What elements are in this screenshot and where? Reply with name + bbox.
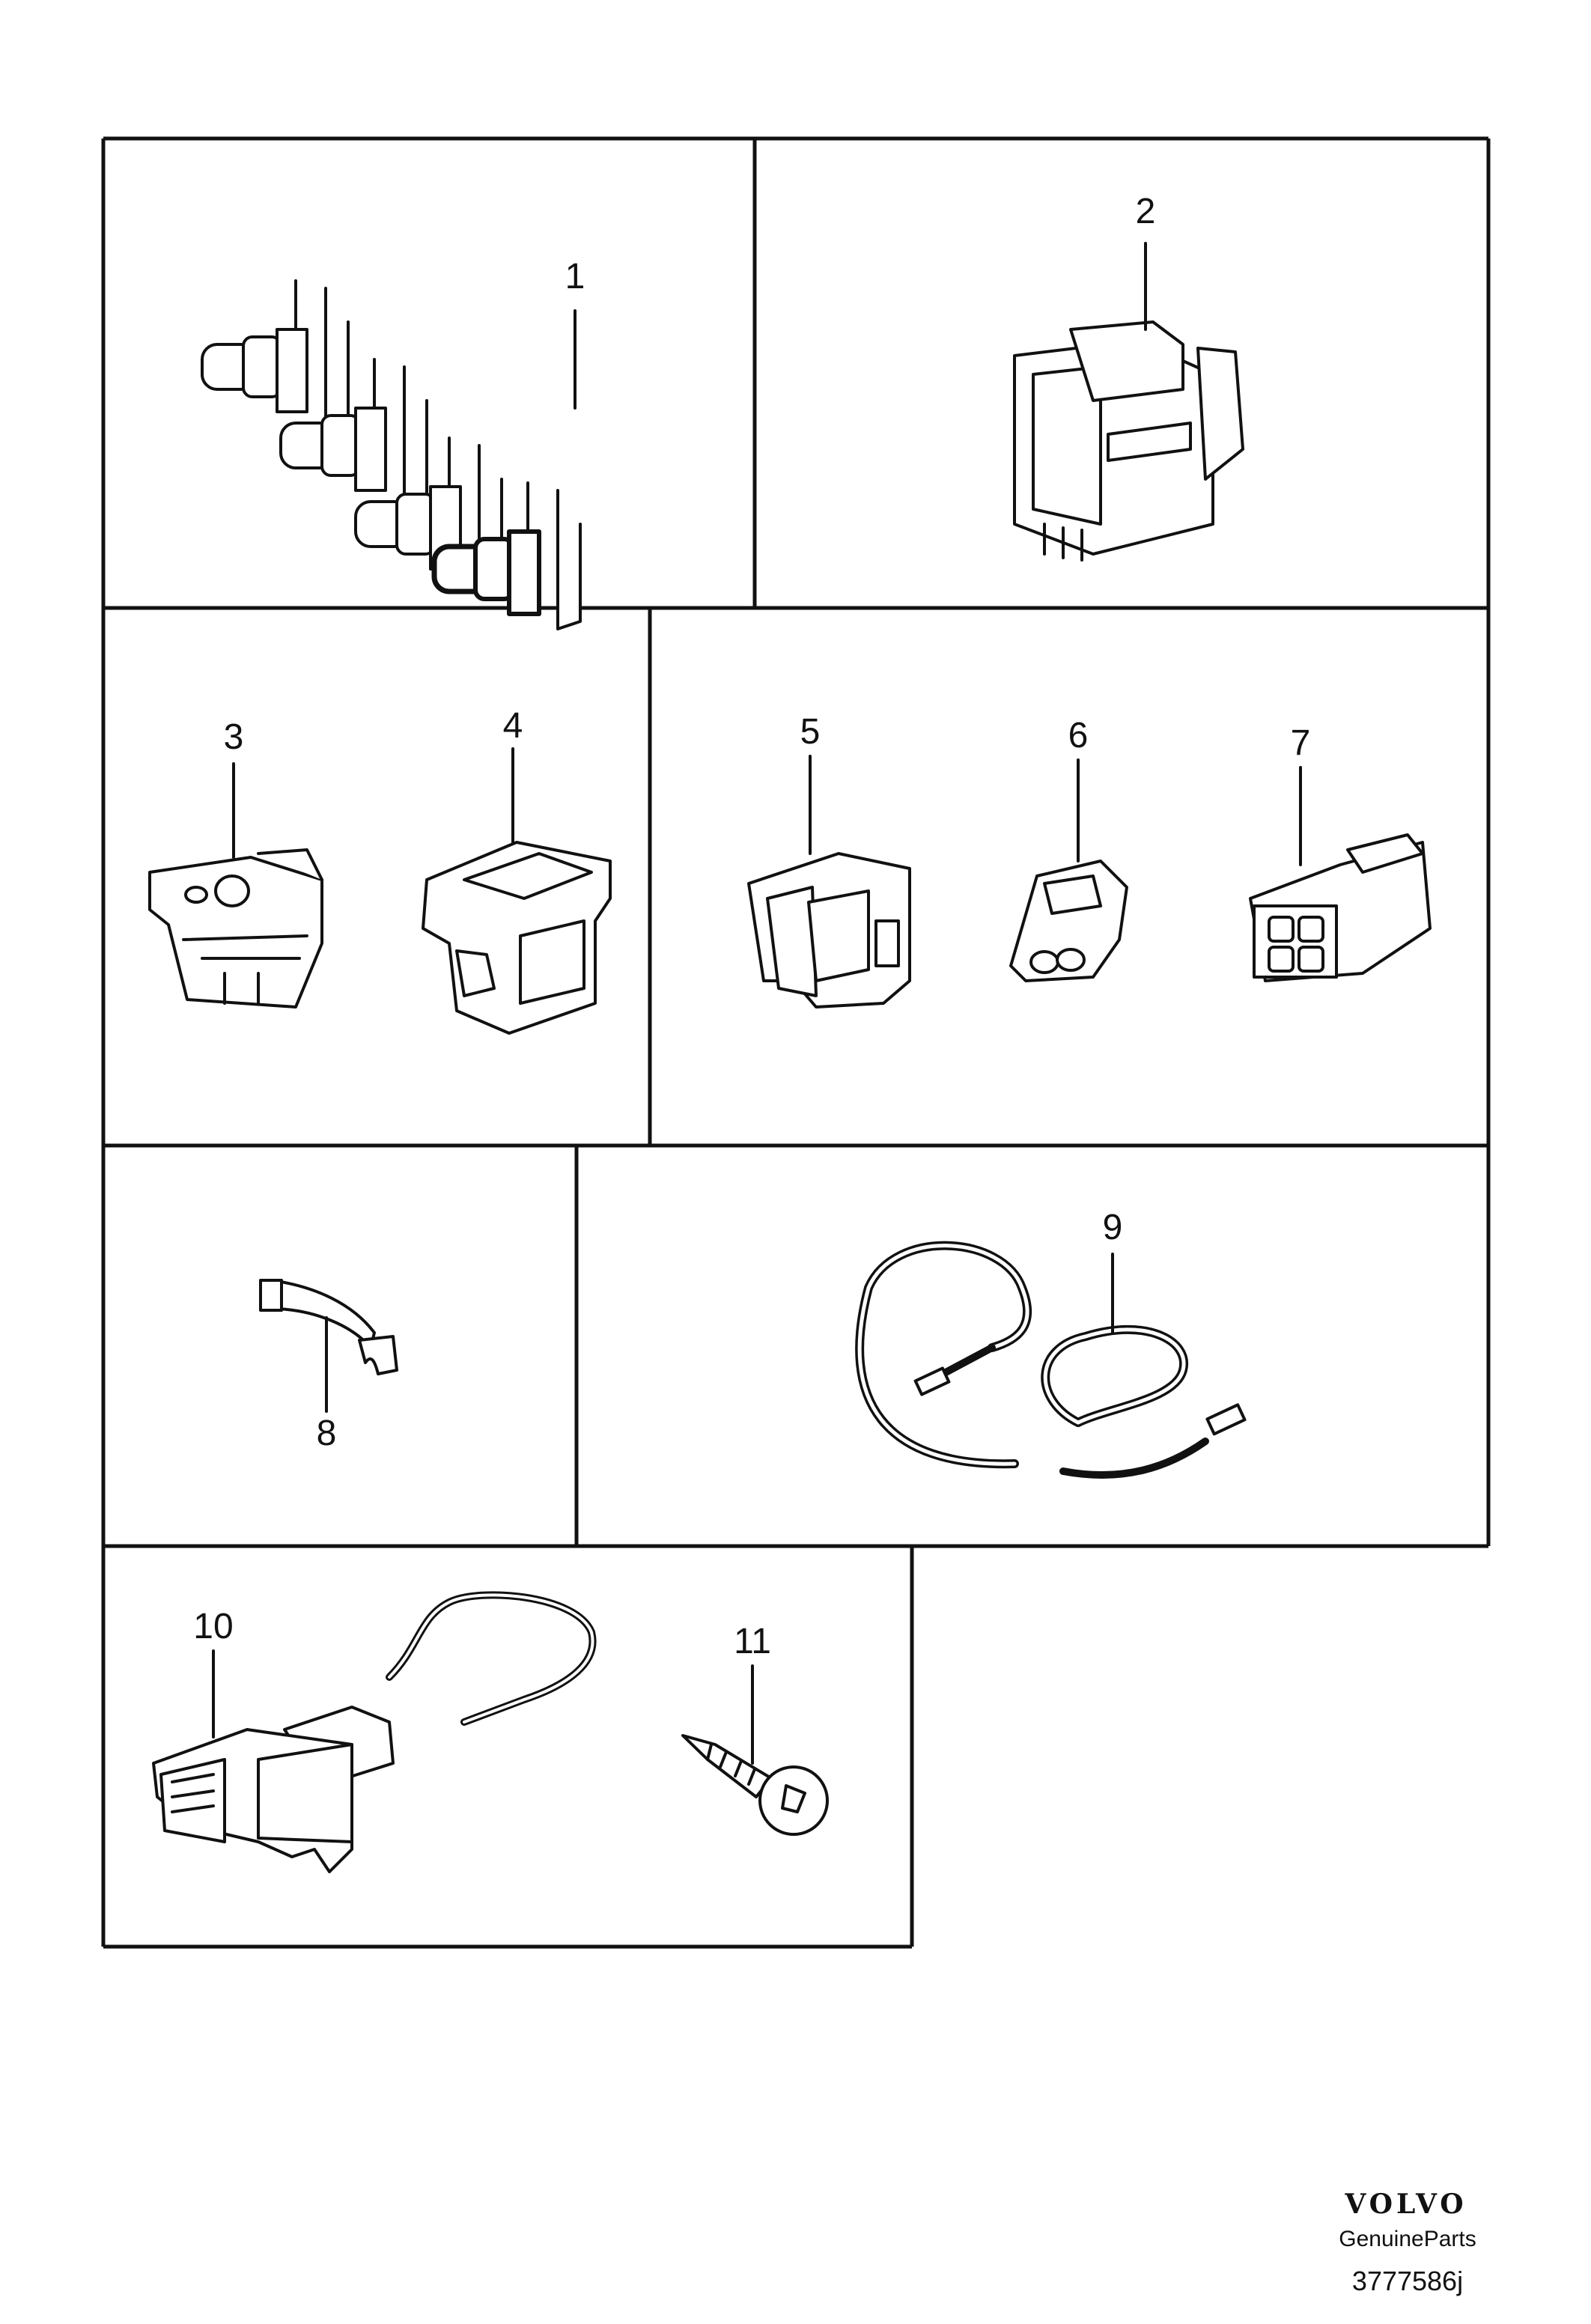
part-4-connector <box>422 747 612 1035</box>
part-3-connector <box>148 762 323 1009</box>
callout-11: 11 <box>734 1622 771 1661</box>
part-11-screw <box>681 1664 829 1836</box>
document-number: 3777586j <box>1351 2266 1464 2296</box>
part-10-connector-loop <box>152 1591 597 1873</box>
callout-4: 4 <box>503 706 523 746</box>
callout-10: 10 <box>193 1607 233 1646</box>
part-1-terminals <box>201 279 582 630</box>
volvo-logo: VOLVO <box>1344 2188 1467 2219</box>
callout-6: 6 <box>1068 716 1089 755</box>
callout-5: 5 <box>800 712 821 752</box>
part-7-connector <box>1249 766 1432 982</box>
svg-text:VOLVO: VOLVO <box>1344 2188 1467 2219</box>
part-8-clip <box>259 1279 398 1413</box>
part-5-connector <box>747 755 911 1009</box>
callout-3: 3 <box>224 717 244 757</box>
callout-2: 2 <box>1136 192 1156 231</box>
brand-subtitle: GenuineParts <box>1339 2227 1476 2251</box>
callout-1: 1 <box>565 257 585 296</box>
callout-9: 9 <box>1103 1208 1123 1247</box>
part-2-connector <box>1013 242 1244 562</box>
callout-7: 7 <box>1291 723 1311 763</box>
part-6-connector <box>1009 758 1128 982</box>
part-9-wire <box>855 1241 1247 1479</box>
callout-8: 8 <box>317 1414 337 1453</box>
panel-frames <box>101 136 1491 1949</box>
callout-labels: 1 2 3 4 5 6 7 8 9 10 11 <box>193 192 1310 1661</box>
